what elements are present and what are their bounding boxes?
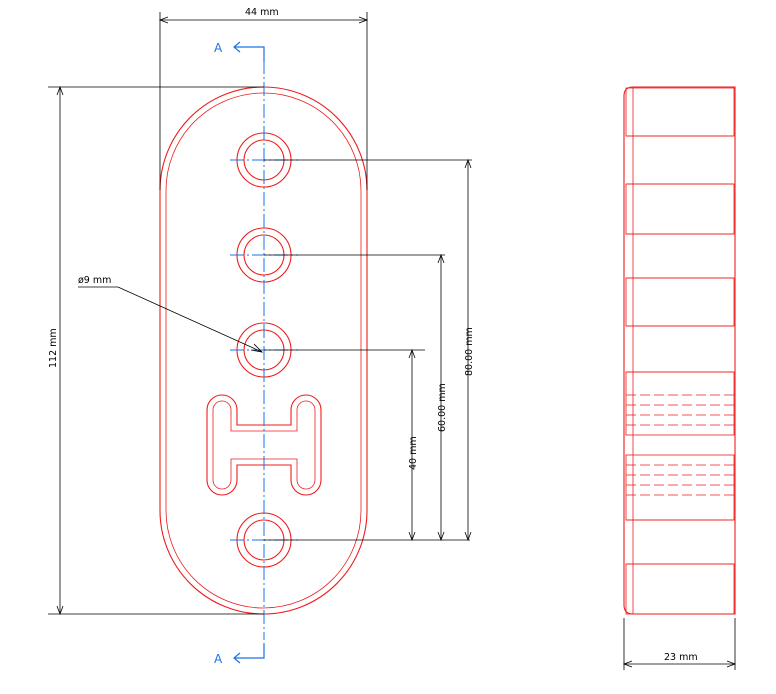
section-hatch-1 [625, 87, 735, 137]
dimension-spacing-40: 40 mm [264, 348, 470, 542]
section-label-bottom: A [214, 652, 223, 666]
dimension-spacing-60: 60.00 mm [264, 253, 448, 542]
dimension-height-label: 112 mm [48, 328, 59, 368]
section-hatch-6 [625, 563, 735, 615]
side-section-view: 23 mm [622, 86, 737, 670]
hidden-lines [626, 394, 734, 496]
dimension-spacing-80-label: 80.00 mm [464, 327, 475, 376]
section-marker-top: A [214, 41, 265, 62]
dimension-thickness: 23 mm [622, 618, 737, 670]
section-hatch-3 [625, 277, 735, 327]
section-label-top: A [214, 41, 223, 55]
section-marker-bottom: A [214, 643, 265, 666]
dimension-width: 44 mm [158, 7, 369, 190]
dimension-spacing-60-label: 60.00 mm [437, 383, 448, 432]
dimension-height: 112 mm [48, 85, 264, 616]
dimension-hole-diameter-label: ø9 mm [78, 275, 111, 286]
dimension-width-label: 44 mm [245, 7, 279, 18]
section-hatch-2 [625, 183, 735, 235]
h-slot [206, 394, 322, 496]
dimension-spacing-80: 80.00 mm [264, 158, 475, 542]
dimension-hole-diameter: ø9 mm [78, 275, 264, 353]
dimension-thickness-label: 23 mm [664, 652, 698, 663]
dimension-spacing-40-label: 40 mm [408, 436, 419, 470]
front-view: A A 44 mm 112 mm [48, 7, 475, 666]
section-hatch-4 [625, 371, 735, 436]
